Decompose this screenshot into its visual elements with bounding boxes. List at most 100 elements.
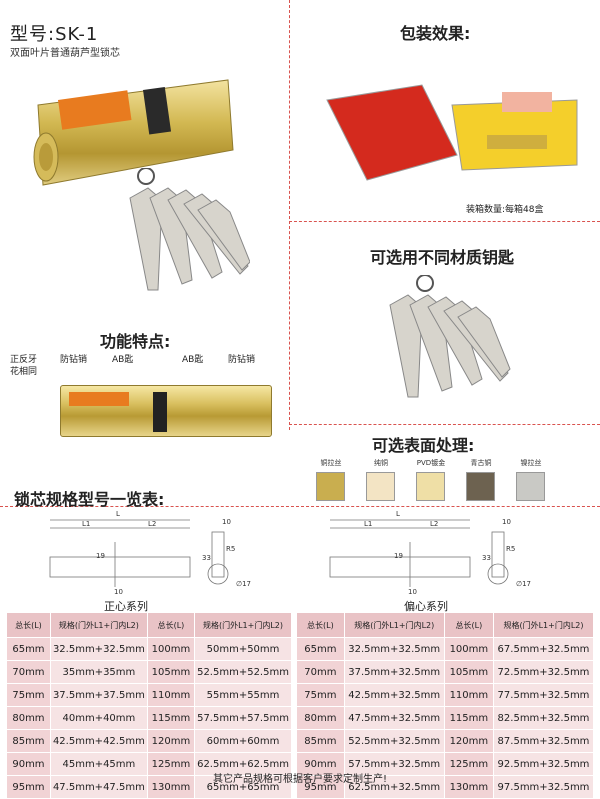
table-header-spec: 规格(门外L1+门内L2) [49,612,148,638]
table-cell: 42.5mm+32.5mm [343,683,445,707]
surface-title: 可选表面处理: [372,436,475,455]
table-cell: 92.5mm+32.5mm [492,752,595,776]
centered-series-caption: 正心系列 [104,600,148,613]
surface-label-brass-brushed: 铜拉丝 [320,459,342,467]
key-set-photo [129,168,250,291]
table-header-length: 总长(L) [443,612,494,638]
table-cell: 40mm+40mm [49,706,148,730]
table-cell: 55mm+55mm [194,683,292,707]
packaging-photo [326,84,578,181]
diagram-right-label-10: 10 [502,518,511,526]
diagram-left-label-d17: ∅17 [236,580,252,588]
feature-label-ab-key-right: AB匙 [182,355,204,365]
table-header-length: 总长(L) [296,612,345,638]
diagram-right-label-L1: L1 [364,520,373,528]
surface-swatch-pvd-gold [416,472,445,501]
divider-keys [289,424,600,425]
vertical-divider [289,0,290,430]
diagram-left-label-L: L [116,510,120,518]
diagram-right-label-19: 19 [394,552,403,560]
feature-label-same-pattern: 花相同 [10,367,38,377]
table-cell: 37.5mm+32.5mm [343,660,445,684]
table-cell: 70mm [296,660,345,684]
table-cell: 67.5mm+32.5mm [492,637,595,661]
table-cell: 90mm [296,752,345,776]
table-cell: 110mm [146,683,196,707]
feature-label-anti-drill-right: 防钻销 [228,355,256,365]
diagram-right-label-33: 33 [482,554,491,562]
table-cell: 50mm+50mm [194,637,292,661]
surface-swatch-pure-copper [366,472,395,501]
table-cell: 105mm [443,660,494,684]
table-cell: 35mm+35mm [49,660,148,684]
features-title: 功能特点: [100,332,171,351]
table-cell: 65mm+65mm [194,775,292,799]
surface-label-bronze: 青古铜 [470,459,492,467]
diagram-right-label-L: L [396,510,400,518]
footer-note: 其它产品规格可根据客户要求定制生产! [212,774,387,785]
table-cell: 72.5mm+32.5mm [492,660,595,684]
diagram-left-label-19: 19 [96,552,105,560]
feature-label-ab-key-left: AB匙 [112,355,134,365]
table-cell: 60mm+60mm [194,729,292,753]
diagram-left-label-33: 33 [202,554,211,562]
table-cell: 115mm [443,706,494,730]
table-cell: 125mm [146,752,196,776]
table-cell: 42.5mm+42.5mm [49,729,148,753]
table-cell: 70mm [6,660,51,684]
divider-specs [0,506,600,507]
diagram-centered [49,519,229,587]
diagram-right-label-b10: 10 [408,588,417,596]
table-cell: 47.5mm+32.5mm [343,706,445,730]
table-cell: 32.5mm+32.5mm [343,637,445,661]
table-cell: 110mm [443,683,494,707]
table-header-length: 总长(L) [146,612,196,638]
spec-table-offset: 总长(L) 规格(门外L1+门内L2) 总长(L) 规格(门外L1+门内L2) … [296,612,595,799]
table-cell: 100mm [443,637,494,661]
surface-label-pvd-gold: PVD镀金 [416,459,446,467]
table-cell: 85mm [6,729,51,753]
table-cell: 87.5mm+32.5mm [492,729,595,753]
table-cell: 80mm [6,706,51,730]
table-cell: 57.5mm+57.5mm [194,706,292,730]
diagram-right-label-L2: L2 [430,520,439,528]
diagram-offset [329,519,509,587]
diagram-left-label-10: 10 [222,518,231,526]
table-header-spec: 规格(门外L1+门内L2) [343,612,445,638]
model-title: 型号:SK-1 [10,24,99,45]
table-cell: 120mm [443,729,494,753]
table-header-spec: 规格(门外L1+门内L2) [194,612,292,638]
spec-table-centered: 总长(L) 规格(门外L1+门内L2) 总长(L) 规格(门外L1+门内L2) … [6,612,292,799]
packaging-title: 包装效果: [400,24,471,43]
table-header-spec: 规格(门外L1+门内L2) [492,612,595,638]
table-cell: 52.5mm+52.5mm [194,660,292,684]
spec-table-title: 锁芯规格型号一览表: [14,490,165,509]
table-cell: 75mm [296,683,345,707]
offset-series-caption: 偏心系列 [404,600,448,613]
table-cell: 100mm [146,637,196,661]
table-cell: 125mm [443,752,494,776]
diagram-left-label-L2: L2 [148,520,157,528]
table-cell: 65mm [296,637,345,661]
table-header-length: 总长(L) [6,612,51,638]
diagram-left-label-b10: 10 [114,588,123,596]
table-cell: 37.5mm+37.5mm [49,683,148,707]
surface-label-pure-copper: 纯铜 [374,459,388,467]
surface-swatch-nickel-brushed [516,472,545,501]
table-cell: 62.5mm+62.5mm [194,752,292,776]
diagram-right-label-R5: R5 [506,545,516,553]
surface-swatch-bronze [466,472,495,501]
diagram-right-label-d17: ∅17 [516,580,532,588]
product-subtitle: 双面叶片普通葫芦型锁芯 [10,48,120,59]
keys-material-title: 可选用不同材质钥匙 [370,248,515,267]
table-cell: 75mm [6,683,51,707]
diagram-left-label-L1: L1 [82,520,91,528]
divider-packaging [289,221,600,222]
surface-label-nickel-brushed: 镍拉丝 [520,459,542,467]
